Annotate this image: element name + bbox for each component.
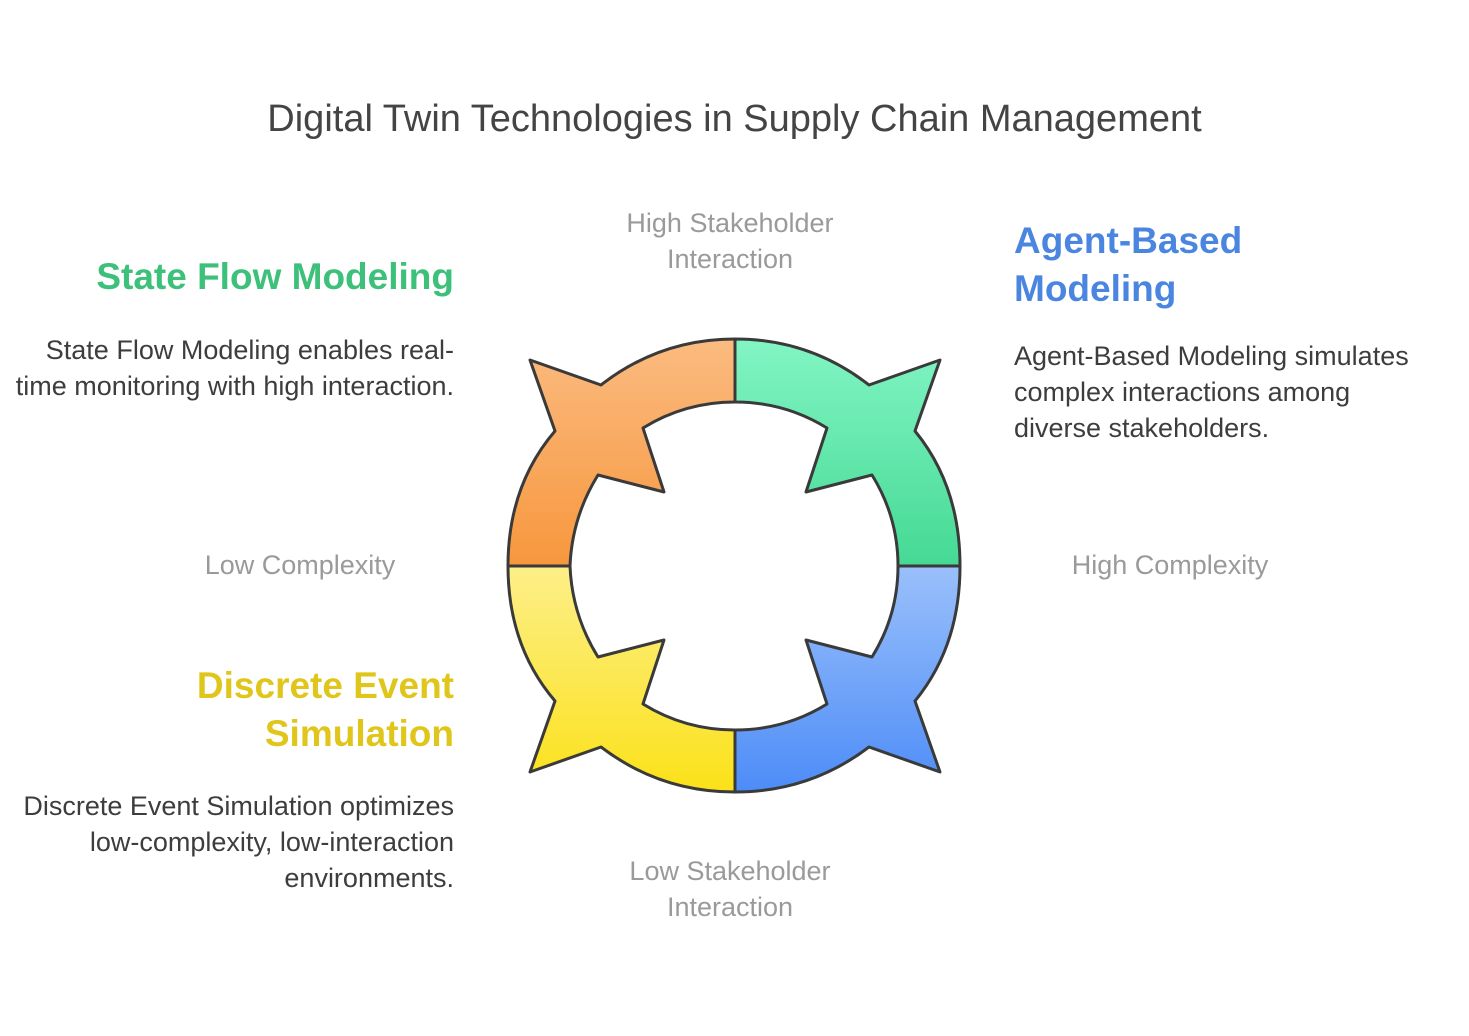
orange-segment bbox=[506, 337, 737, 568]
agent-based-heading: Agent-Based Modeling bbox=[1014, 220, 1243, 309]
state-flow-description: State Flow Modeling enables real-time mo… bbox=[15, 335, 454, 401]
state-flow-heading: State Flow Modeling bbox=[96, 256, 454, 297]
axis-label-low-complexity: Low Complexity bbox=[204, 550, 396, 580]
axis-label-low-interaction: Low Stakeholder Interaction bbox=[629, 856, 831, 922]
diagram-title: Digital Twin Technologies in Supply Chai… bbox=[267, 98, 1202, 140]
axis-label-high-complexity: High Complexity bbox=[1071, 550, 1269, 580]
discrete-event-heading: Discrete Event Simulation bbox=[196, 665, 454, 754]
agent-based-description: Agent-Based Modeling simulates complex i… bbox=[1014, 341, 1409, 443]
green-segment bbox=[733, 337, 962, 568]
cycle-diagram bbox=[506, 337, 962, 794]
discrete-event-description: Discrete Event Simulation optimizes low-… bbox=[23, 791, 454, 893]
yellow-segment bbox=[506, 564, 737, 794]
blue-segment bbox=[733, 564, 962, 794]
axis-label-high-interaction: High Stakeholder Interaction bbox=[626, 208, 834, 274]
